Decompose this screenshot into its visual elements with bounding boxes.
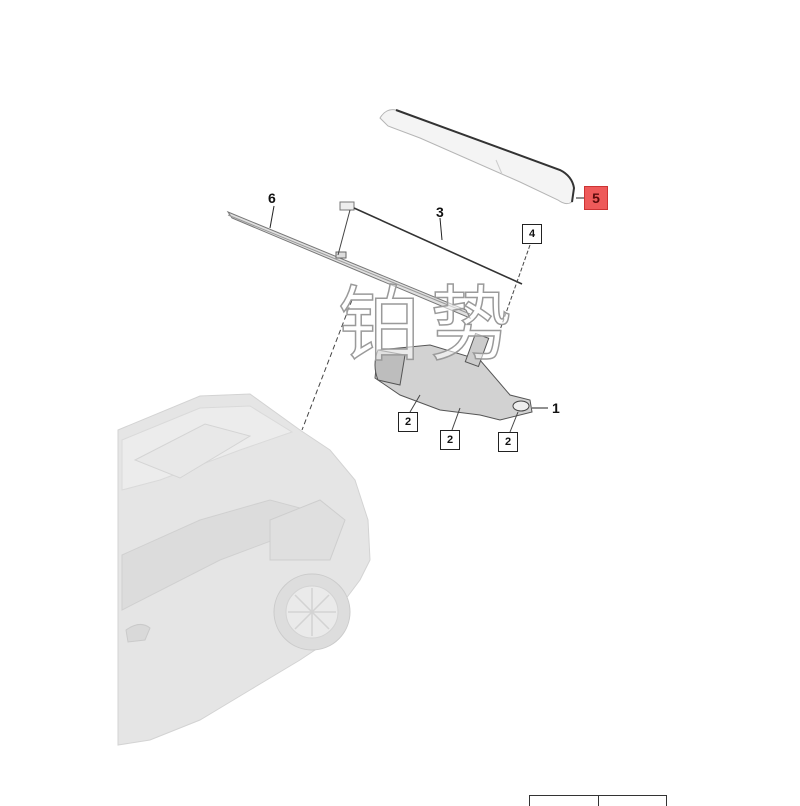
- part-label-1: 1: [552, 400, 560, 416]
- watermark-text: 铂势: [337, 277, 523, 374]
- part-label-2a: 2: [398, 412, 418, 432]
- legend-cell: [530, 796, 599, 806]
- part-label-2b: 2: [440, 430, 460, 450]
- part-label-2c: 2: [498, 432, 518, 452]
- part-label-4: 4: [522, 224, 542, 244]
- legend-cell: [599, 796, 667, 806]
- rear-spoiler-part: [379, 109, 576, 205]
- vehicle-silhouette: [117, 393, 371, 746]
- wiper-blade-part: [226, 210, 472, 319]
- wiper-motor-part: [374, 332, 533, 421]
- wiper-arm-part: [337, 201, 523, 285]
- diagram-legend-table: [529, 795, 667, 806]
- part-label-5-highlighted: 5: [584, 186, 608, 210]
- part-label-3: 3: [436, 204, 444, 220]
- part-label-6: 6: [268, 190, 276, 206]
